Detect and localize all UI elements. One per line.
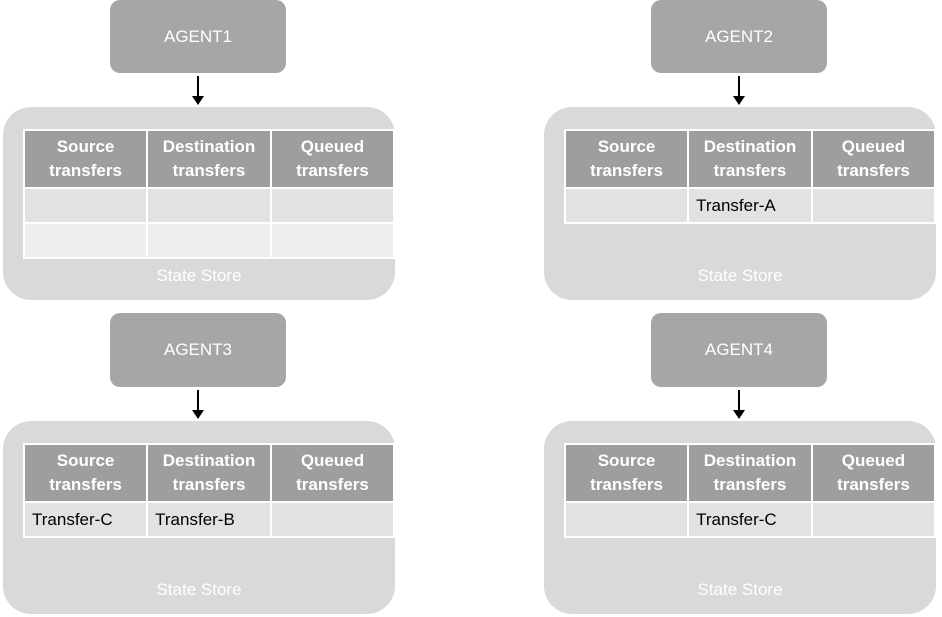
cell-source — [563, 501, 690, 538]
cell-queued — [269, 187, 396, 224]
table-row — [22, 222, 396, 259]
state-store-label: State Store — [697, 266, 783, 285]
state-store-label: State Store — [697, 580, 783, 599]
cell-queued — [810, 187, 937, 224]
cell-source — [563, 187, 690, 224]
agent3-label: AGENT3 — [163, 340, 233, 359]
table-row: Transfer-C Transfer-B — [22, 501, 396, 538]
agent3-arrow — [192, 390, 204, 419]
state-store-label: State Store — [156, 580, 242, 599]
table-row: Transfer-A — [563, 187, 937, 224]
cell-source — [22, 222, 149, 259]
table-row: Transfer-C — [563, 501, 937, 538]
agent1-label: AGENT1 — [163, 26, 233, 46]
cell-destination: Transfer-A — [687, 187, 813, 224]
cell-destination — [146, 222, 272, 259]
cell-destination: Transfer-B — [146, 501, 272, 538]
cell-source: Transfer-C — [22, 501, 149, 538]
agent4-label: AGENT4 — [704, 340, 774, 359]
cell-queued — [269, 222, 396, 259]
table-row — [22, 187, 396, 224]
cell-source — [22, 187, 149, 224]
cell-destination — [146, 187, 272, 224]
agent2-box: AGENT2 — [651, 0, 827, 73]
cell-queued — [269, 501, 396, 538]
cell-destination: Transfer-C — [687, 501, 813, 538]
cell-queued — [810, 501, 937, 538]
state-store-label: State Store — [156, 266, 242, 285]
agent2-arrow — [733, 76, 745, 105]
agent4-box: AGENT4 — [651, 313, 827, 387]
agent3-box: AGENT3 — [110, 313, 286, 387]
agent2-label: AGENT2 — [704, 26, 774, 46]
agent1-arrow — [192, 76, 204, 105]
agent4-arrow — [733, 390, 745, 419]
agent1-box: AGENT1 — [110, 0, 286, 73]
